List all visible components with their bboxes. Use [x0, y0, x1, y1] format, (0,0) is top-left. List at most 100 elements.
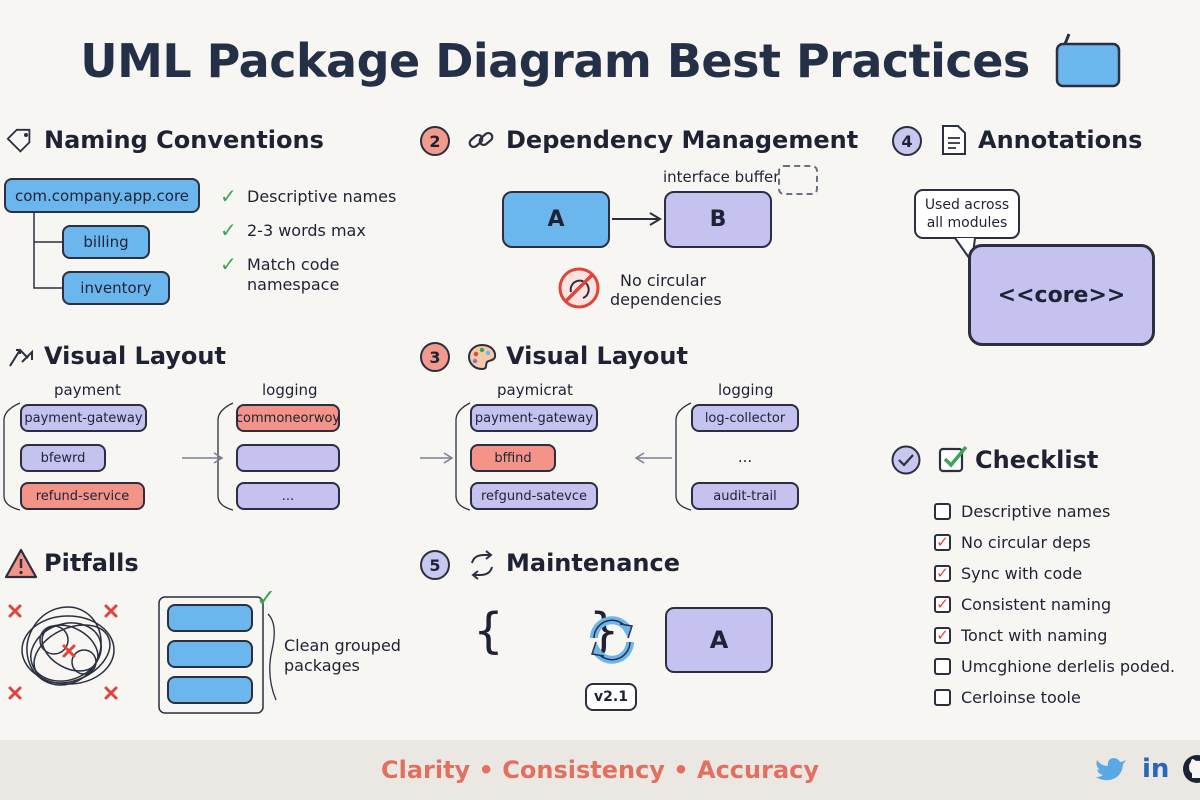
clean-label: Clean grouped: [284, 636, 401, 655]
checklist-item[interactable]: Cerloinse toole: [934, 688, 1081, 707]
document-icon: [940, 124, 968, 156]
checklist-item[interactable]: ✓Consistent naming: [934, 595, 1111, 614]
package-billing: billing: [62, 225, 150, 259]
code-braces: { }: [474, 603, 619, 659]
checkbox-icon: [938, 443, 970, 475]
checklist-item-label: Tonct with naming: [961, 626, 1108, 645]
checkbox[interactable]: [934, 503, 951, 520]
checklist-heading: Checklist: [975, 446, 1099, 474]
github-icon[interactable]: [1182, 754, 1200, 784]
check-icon: ✓: [220, 252, 237, 276]
checked-checkbox[interactable]: ✓: [934, 596, 951, 613]
package-item-ellipsis: ...: [737, 448, 753, 466]
naming-tip: Match code: [247, 255, 340, 274]
palette-icon: [466, 342, 498, 372]
package-item: log-collector: [691, 404, 799, 432]
group-label: payment: [54, 381, 121, 399]
section-number-badge: 2: [420, 126, 450, 156]
package-item: audit-trail: [691, 482, 799, 510]
linkedin-icon[interactable]: in: [1142, 754, 1170, 784]
refresh-arrows-icon: [466, 549, 498, 581]
package-item: bfewrd: [20, 444, 106, 472]
package-item: refgund-satevce: [470, 482, 598, 510]
pitfalls-heading: Pitfalls: [44, 549, 139, 577]
layout-icon: [6, 344, 36, 372]
clean-package: [167, 676, 253, 704]
package-item: [236, 444, 340, 472]
group-label: paymicrat: [497, 381, 573, 399]
checklist-item[interactable]: Descriptive names: [934, 502, 1110, 521]
clean-package: [167, 604, 253, 632]
root-package: com.company.app.core: [4, 178, 200, 213]
check-icon: ✓: [220, 218, 237, 242]
stereotype-package: <<core>>: [968, 244, 1155, 346]
checked-checkbox[interactable]: ✓: [934, 534, 951, 551]
maintenance-package: A: [665, 607, 773, 673]
section-number-badge: 4: [892, 126, 922, 156]
version-badge: v2.1: [585, 683, 637, 711]
checklist-item[interactable]: ✓ No circular deps: [934, 533, 1091, 552]
group-label: logging: [262, 381, 318, 399]
section-number-badge: 5: [420, 550, 450, 580]
naming-tip: namespace: [247, 275, 340, 294]
warning-text: No circular: [620, 271, 707, 290]
naming-tip: 2-3 words max: [247, 221, 366, 240]
package-inventory: inventory: [62, 271, 170, 305]
visual-layout-heading: Visual Layout: [44, 342, 226, 370]
package-item: payment-gateway: [20, 404, 147, 432]
group-label: logging: [718, 381, 774, 399]
checklist-item[interactable]: Umcghione derlelis poded.: [934, 657, 1175, 676]
checklist-item-label: Umcghione derlelis poded.: [961, 657, 1176, 676]
interface-buffer-box: [778, 165, 818, 195]
check-circle-icon: [891, 445, 921, 475]
sync-icon: [584, 612, 640, 668]
twitter-icon[interactable]: [1094, 756, 1128, 784]
checked-checkbox[interactable]: ✓: [934, 627, 951, 644]
check-icon: ✓: [256, 584, 277, 612]
package-a: A: [502, 191, 610, 248]
checklist-item-label: Descriptive names: [961, 502, 1111, 521]
checked-checkbox[interactable]: ✓: [934, 565, 951, 582]
clean-label: packages: [284, 656, 360, 675]
dependency-heading: Dependency Management: [506, 126, 859, 154]
page-title: UML Package Diagram Best Practices: [80, 34, 1030, 88]
link-icon: [466, 126, 498, 156]
naming-tip: Descriptive names: [247, 187, 397, 206]
maintenance-heading: Maintenance: [506, 549, 681, 577]
footer-tagline: Clarity • Consistency • Accuracy: [380, 756, 820, 784]
no-cycle-icon: [557, 266, 601, 310]
checkbox[interactable]: [934, 658, 951, 675]
package-b: B: [664, 191, 772, 248]
checklist-item[interactable]: ✓ Sync with code: [934, 564, 1082, 583]
warning-icon: [4, 548, 38, 580]
naming-heading: Naming Conventions: [44, 126, 324, 154]
tangled-dependencies-icon: [6, 596, 136, 706]
checklist-item-label: Cerloinse toole: [961, 688, 1081, 707]
checklist-item-label: Sync with code: [961, 564, 1083, 583]
visual-layout-heading: Visual Layout: [506, 342, 688, 370]
callout-text: Used across: [924, 197, 1010, 213]
folder-icon: [1055, 33, 1121, 88]
checkbox[interactable]: [934, 689, 951, 706]
package-item: ...: [236, 482, 340, 510]
warning-text: dependencies: [610, 290, 722, 309]
checklist-item[interactable]: ✓ Tonct with naming: [934, 626, 1107, 645]
checklist-item-label: No circular deps: [961, 533, 1091, 552]
callout-text: all modules: [926, 215, 1008, 231]
annotation-callout: Used across all modules: [914, 189, 1020, 239]
clean-package: [167, 640, 253, 668]
check-icon: ✓: [220, 184, 237, 208]
tag-icon: [6, 128, 36, 154]
buffer-label: interface buffer: [663, 168, 780, 186]
section-number-badge: 3: [420, 342, 450, 372]
package-item: payment-gateway: [470, 404, 598, 432]
footer-bar: [0, 740, 1200, 800]
annotations-heading: Annotations: [978, 126, 1143, 154]
package-item: bffind: [470, 444, 556, 472]
package-item: commoneorwoy: [236, 404, 340, 432]
